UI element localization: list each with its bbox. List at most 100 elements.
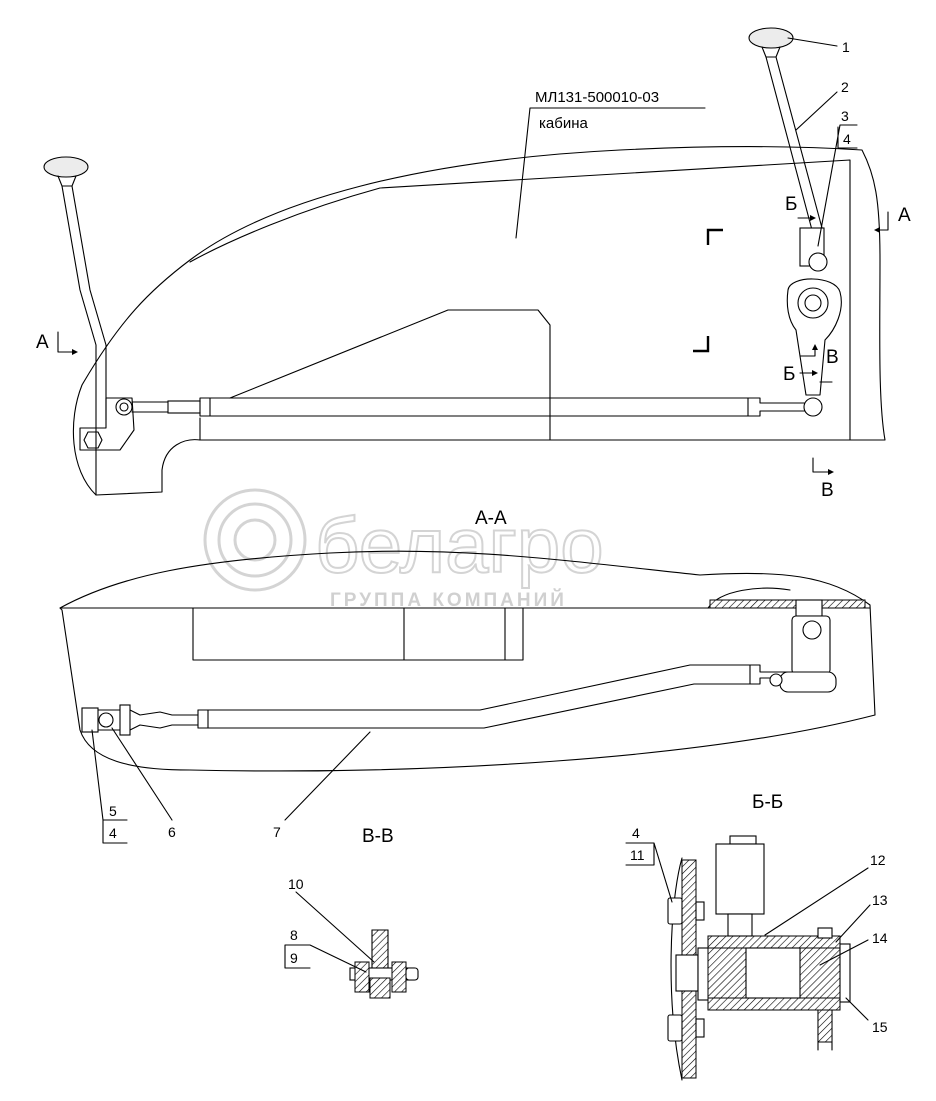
callout-2: 2: [795, 79, 849, 131]
callout-7: 7: [273, 731, 371, 840]
svg-text:6: 6: [168, 824, 176, 840]
svg-text:Б: Б: [783, 364, 795, 385]
svg-text:14: 14: [872, 930, 888, 946]
svg-text:7: 7: [273, 824, 281, 840]
aa-seat-divisions: [403, 607, 506, 661]
svg-text:5: 5: [109, 803, 117, 819]
section-marker-a-right: А: [874, 205, 911, 233]
bb-arm-section: [817, 1009, 833, 1043]
frame-corner-bl: [693, 336, 710, 353]
assembly-name: кабина: [539, 115, 588, 132]
svg-text:11: 11: [630, 847, 645, 863]
aa-left-pin-icon: [98, 712, 114, 728]
svg-text:2: 2: [841, 79, 849, 95]
svg-text:В: В: [821, 480, 834, 501]
section-view-b-b: Б-Б 4 11 12: [625, 792, 888, 1081]
callout-1: 1: [787, 37, 850, 55]
bb-shaft-end: [839, 943, 851, 1003]
aa-seat-block: [192, 607, 524, 661]
left-pivot-icon: [115, 398, 133, 416]
bb-bush-right: [799, 947, 841, 999]
section-title-a-a: А-А: [475, 508, 507, 529]
callout-6: 6: [111, 727, 176, 840]
vv-washer-right: [391, 961, 407, 993]
svg-text:13: 13: [872, 892, 888, 908]
assembly-code: МЛ131-500010-03: [535, 89, 659, 106]
rod-end-left: [167, 400, 201, 414]
main-view: А А Б Б В В МЛ131-50001: [36, 27, 911, 501]
aa-rod: [197, 664, 791, 729]
aa-cabin-outline: [59, 550, 876, 772]
frame-corner-tl: [706, 228, 723, 245]
bb-grease-fitting: [817, 927, 833, 939]
right-pivot-icon: [803, 397, 823, 417]
vv-cotter-icon: [405, 967, 419, 981]
svg-text:А: А: [898, 205, 911, 226]
bb-bolt-nut-top: [695, 901, 705, 921]
assembly-label: МЛ131-500010-03 кабина: [515, 89, 706, 239]
section-marker-b-top: Б: [785, 194, 816, 221]
svg-text:3: 3: [841, 108, 849, 124]
callout-14: 14: [819, 930, 888, 966]
section-marker-v-bottom: В: [812, 457, 834, 501]
svg-text:4: 4: [109, 825, 117, 841]
watermark-tagline: ГРУППА КОМПАНИЙ: [330, 589, 567, 611]
aa-left-nut: [119, 704, 131, 736]
svg-text:15: 15: [872, 1019, 888, 1035]
seat-outline: [229, 309, 551, 441]
section-view-a-a: А-А 5 4 6 7: [59, 508, 876, 844]
aa-rod-ends: [197, 664, 751, 729]
right-lever-rod: [765, 56, 823, 231]
aa-hatched-panel: [709, 599, 866, 609]
section-marker-b-bottom: Б: [783, 364, 818, 385]
svg-text:Б: Б: [785, 194, 797, 215]
callout-3-4: 3 4: [817, 108, 858, 247]
vv-bushing: [369, 977, 391, 999]
callout-12: 12: [764, 852, 886, 936]
bb-bolt-head-top: [667, 897, 683, 925]
bb-shaft-core: [745, 947, 801, 999]
section-marker-v-top: В: [799, 344, 839, 368]
callout-13: 13: [835, 892, 888, 943]
left-lever-knob-icon: [43, 156, 89, 178]
right-lever-knob-icon: [748, 27, 794, 49]
svg-text:4: 4: [632, 825, 640, 841]
main-rod: [131, 397, 806, 417]
bb-bush-left: [707, 947, 747, 999]
bb-bolt-head-bottom: [667, 1014, 683, 1042]
right-arm-bore-icon: [804, 294, 822, 312]
callout-10: 10: [288, 876, 375, 963]
callout-8-9: 8 9: [284, 927, 367, 973]
bb-socket-cap: [729, 835, 757, 845]
left-hex-nut-icon: [83, 431, 103, 449]
svg-text:9: 9: [290, 950, 298, 966]
section-marker-a-left: А: [36, 331, 78, 355]
aa-right-joint-icon: [769, 673, 783, 687]
right-lever-neck: [761, 46, 781, 58]
rod-tube-ends: [209, 397, 749, 417]
cabin-outline: [72, 146, 886, 496]
bb-socket-body: [715, 843, 765, 915]
svg-text:8: 8: [290, 927, 298, 943]
bb-hub-bottom: [707, 997, 841, 1011]
svg-text:4: 4: [843, 131, 851, 147]
aa-right-cap: [795, 599, 823, 617]
vv-washer-left: [354, 961, 370, 993]
left-lever-neck: [57, 175, 77, 187]
left-pivot-pin-icon: [119, 402, 129, 412]
left-lever-rod: [61, 185, 107, 496]
watermark-brand: белагро: [315, 501, 604, 589]
right-socket-pin-icon: [808, 252, 828, 272]
right-arm: [786, 278, 842, 396]
bb-shaft-stub: [675, 954, 699, 992]
callout-15: 15: [845, 997, 888, 1035]
svg-text:12: 12: [870, 852, 886, 868]
bb-socket-neck: [727, 913, 753, 937]
callout-4-11: 4 11: [625, 825, 673, 903]
left-lever-bracket: [79, 397, 135, 451]
section-view-v-v: В-В 10 8 9: [284, 826, 419, 999]
svg-text:В: В: [826, 347, 839, 368]
cabin-step: [95, 439, 201, 496]
svg-text:10: 10: [288, 876, 304, 892]
bb-bolt-nut-bottom: [695, 1018, 705, 1038]
